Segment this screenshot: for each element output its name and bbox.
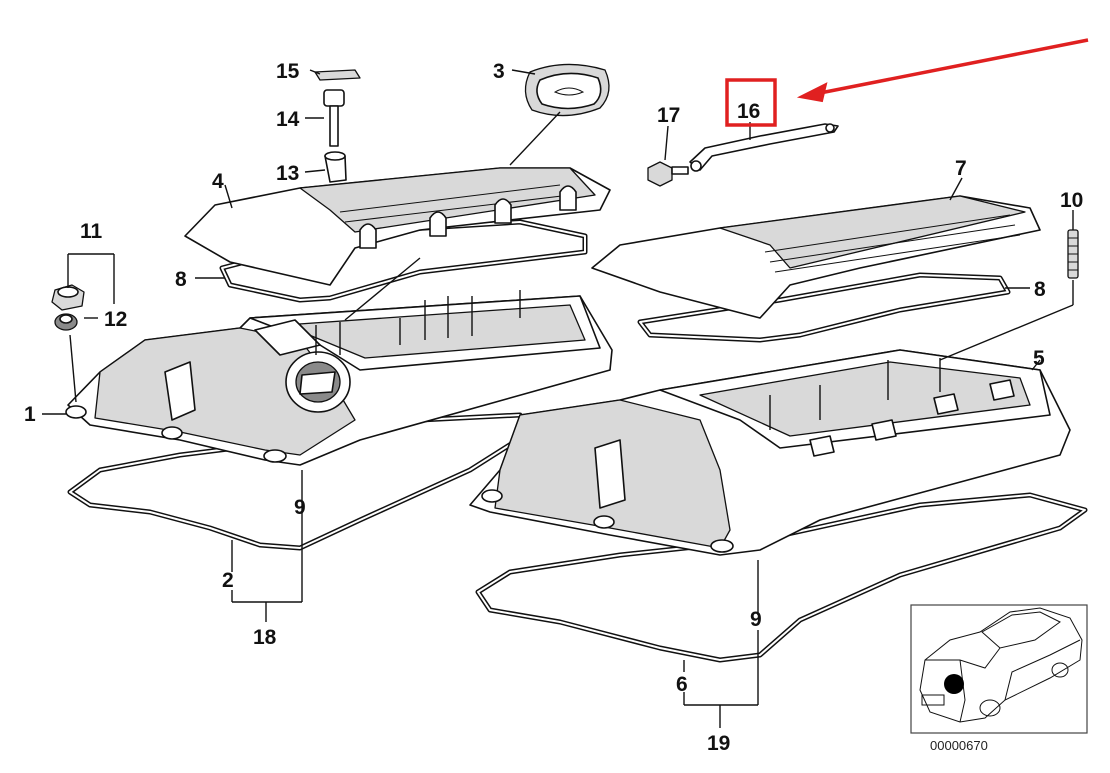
- left-trim-slots: [359, 185, 577, 249]
- callout-4: 4: [212, 170, 224, 193]
- callout-15: 15: [276, 60, 300, 83]
- callout-13: 13: [276, 162, 299, 185]
- nut-grommet: [51, 284, 85, 331]
- callout-8-left: 8: [175, 268, 187, 291]
- left-cover-studs: [315, 290, 521, 355]
- left-valve-cover: [65, 290, 613, 466]
- part-16-ground-strap: [689, 123, 839, 172]
- callout-10: 10: [1060, 189, 1083, 212]
- car-locator-inset: [910, 604, 1088, 734]
- callout-14: 14: [276, 108, 300, 131]
- bolt-parts: [314, 69, 361, 183]
- callouts: 15 14 13 3 4 8 11 12 1 17 16 7 10 8 5 9 …: [24, 60, 1083, 755]
- part-17-bolt: [647, 161, 689, 187]
- callout-1: 1: [24, 403, 36, 426]
- oil-filler-cap: [524, 63, 610, 117]
- callout-9-right: 9: [750, 608, 762, 631]
- callout-16: 16: [737, 100, 760, 123]
- callout-6: 6: [676, 673, 688, 696]
- callout-2: 2: [222, 569, 234, 592]
- part-14-bolt-shaft: [329, 105, 339, 147]
- callout-12: 12: [104, 308, 127, 331]
- catalog-number: 00000670: [930, 738, 988, 753]
- callout-9-left: 9: [294, 496, 306, 519]
- callout-8-right: 8: [1034, 278, 1046, 301]
- callout-3: 3: [493, 60, 505, 83]
- leader-lines: [42, 69, 1074, 728]
- callout-11: 11: [80, 220, 103, 243]
- part-10-stud: [1067, 229, 1079, 279]
- car-outline-icon: [919, 607, 1083, 723]
- right-cover-slots: [809, 379, 1015, 457]
- right-upper-gasket: [637, 272, 1011, 343]
- callout-7: 7: [955, 157, 967, 180]
- left-cover-trim: [184, 167, 611, 286]
- right-cover-studs: [769, 358, 941, 430]
- red-arrow-icon: [796, 38, 1089, 103]
- part-14-bolt-head: [323, 89, 345, 107]
- right-cover-trim: [591, 195, 1041, 319]
- callout-18: 18: [253, 626, 277, 649]
- engine-location-dot: [944, 674, 964, 694]
- highlight-box: [725, 78, 777, 127]
- part-15-clip: [314, 69, 361, 81]
- right-valve-cover: [469, 349, 1071, 556]
- callout-17: 17: [657, 104, 680, 127]
- callout-5: 5: [1033, 347, 1045, 370]
- callout-19: 19: [707, 732, 730, 755]
